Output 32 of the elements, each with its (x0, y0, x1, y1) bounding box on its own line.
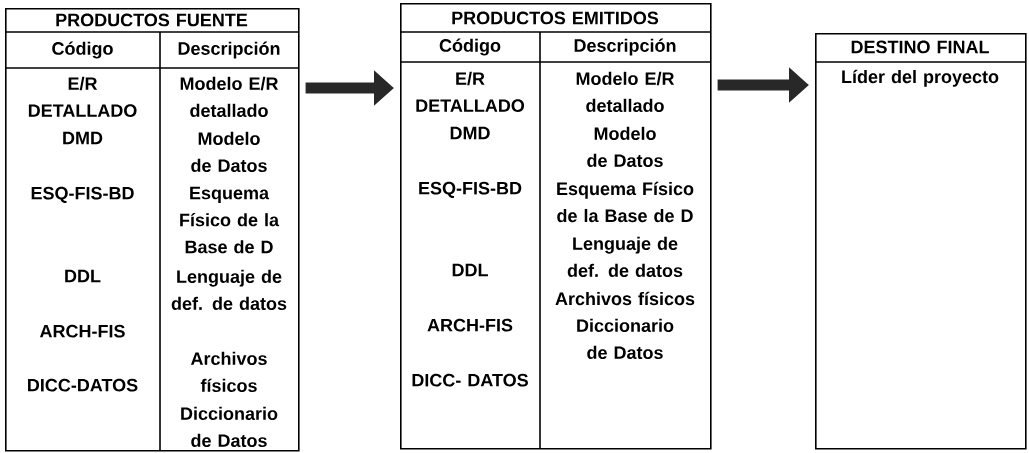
description-text: Esquema Físico de la Base de D (180, 186, 280, 254)
description-text: Diccionario de Datos (577, 318, 674, 359)
column-header: Código (439, 38, 501, 56)
description-text: Esquema Físico de la Base de D (557, 181, 694, 223)
description-text: Archivos físicos (190, 351, 267, 392)
code-text: ARCH-FIS (427, 318, 513, 332)
column-header: Código (52, 41, 113, 59)
code-text: DDL (65, 269, 101, 283)
code-text: DMD (450, 126, 490, 140)
description-text: Modelo de Datos (587, 126, 663, 167)
code-text: ESQ-FIS-BD (419, 181, 522, 198)
table-title: DESTINO FINAL (851, 40, 989, 54)
table-title: PRODUCTOS FUENTE (56, 13, 248, 27)
code-text: ARCH-FIS (39, 324, 125, 338)
description-text: Modelo de Datos (191, 131, 267, 172)
description-text: Diccionario de Datos (181, 406, 278, 447)
description-text: Modelo E/R detallado (180, 76, 279, 117)
table-title: PRODUCTOS EMITIDOS (452, 11, 659, 25)
code-text: ESQ-FIS-BD (31, 186, 134, 203)
column-header: Descripción (574, 38, 676, 56)
code-text: DDL (452, 263, 488, 277)
description-text: Archivos físicos (555, 291, 695, 306)
description-text: Lenguaje de def. de datos (171, 269, 287, 310)
description-text: Modelo E/R detallado (576, 71, 675, 112)
column-header: Descripción (178, 41, 280, 59)
code-text: E/R DETALLADO (416, 71, 525, 112)
code-text: DICC-DATOS (28, 378, 138, 392)
code-text: DICC- DATOS (412, 373, 528, 387)
description-text: Lenguaje de def. de datos (567, 236, 683, 277)
body-text: Líder del proyecto (842, 69, 999, 87)
code-text: DMD (63, 131, 103, 145)
code-text: E/R DETALLADO (28, 76, 137, 117)
